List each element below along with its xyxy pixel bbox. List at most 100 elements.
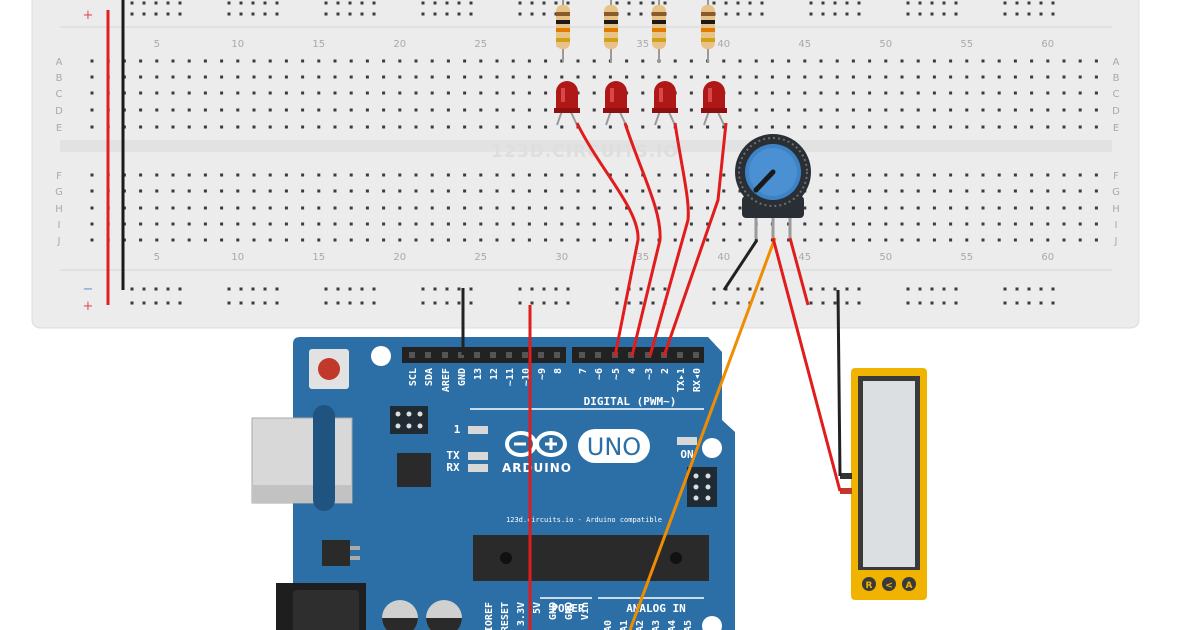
breadboard-hole[interactable] xyxy=(592,222,596,226)
breadboard-hole[interactable] xyxy=(365,75,369,79)
breadboard-hole[interactable] xyxy=(139,222,143,226)
breadboard-hole[interactable] xyxy=(139,75,143,79)
breadboard-hole[interactable] xyxy=(722,206,726,210)
breadboard-hole[interactable] xyxy=(203,91,207,95)
breadboard-hole[interactable] xyxy=(900,91,904,95)
breadboard-hole[interactable] xyxy=(479,173,483,177)
breadboard-hole[interactable] xyxy=(851,238,855,242)
breadboard-hole[interactable] xyxy=(171,59,175,63)
breadboard-hole[interactable] xyxy=(770,91,774,95)
breadboard-hole[interactable] xyxy=(382,75,386,79)
rail-hole[interactable] xyxy=(360,301,364,305)
rail-hole[interactable] xyxy=(663,1,667,5)
breadboard-hole[interactable] xyxy=(851,75,855,79)
rail-hole[interactable] xyxy=(360,1,364,5)
header-pin[interactable] xyxy=(490,352,496,358)
breadboard-hole[interactable] xyxy=(851,108,855,112)
breadboard-hole[interactable] xyxy=(317,59,321,63)
breadboard-hole[interactable] xyxy=(382,108,386,112)
header-pin[interactable] xyxy=(409,352,415,358)
breadboard-hole[interactable] xyxy=(1094,189,1098,193)
breadboard-hole[interactable] xyxy=(511,59,515,63)
breadboard-hole[interactable] xyxy=(657,125,661,129)
breadboard-hole[interactable] xyxy=(317,222,321,226)
breadboard-hole[interactable] xyxy=(317,91,321,95)
header-pin[interactable] xyxy=(554,352,560,358)
rail-hole[interactable] xyxy=(142,12,146,16)
breadboard-hole[interactable] xyxy=(1094,91,1098,95)
breadboard-hole[interactable] xyxy=(641,238,645,242)
breadboard-hole[interactable] xyxy=(689,173,693,177)
rail-hole[interactable] xyxy=(142,287,146,291)
breadboard-hole[interactable] xyxy=(1094,108,1098,112)
breadboard-hole[interactable] xyxy=(770,75,774,79)
breadboard-hole[interactable] xyxy=(1030,125,1034,129)
breadboard-hole[interactable] xyxy=(171,75,175,79)
breadboard-hole[interactable] xyxy=(187,59,191,63)
breadboard-hole[interactable] xyxy=(479,238,483,242)
rail-hole[interactable] xyxy=(760,287,764,291)
breadboard-hole[interactable] xyxy=(803,222,807,226)
rail-hole[interactable] xyxy=(1003,301,1007,305)
breadboard-hole[interactable] xyxy=(932,59,936,63)
breadboard-hole[interactable] xyxy=(155,91,159,95)
breadboard-hole[interactable] xyxy=(592,189,596,193)
breadboard-hole[interactable] xyxy=(900,108,904,112)
breadboard-hole[interactable] xyxy=(252,59,256,63)
breadboard-hole[interactable] xyxy=(673,59,677,63)
breadboard-hole[interactable] xyxy=(965,238,969,242)
rail-hole[interactable] xyxy=(748,12,752,16)
rail-hole[interactable] xyxy=(857,12,861,16)
breadboard-hole[interactable] xyxy=(673,189,677,193)
breadboard-hole[interactable] xyxy=(414,173,418,177)
breadboard-hole[interactable] xyxy=(851,125,855,129)
rail-hole[interactable] xyxy=(263,1,267,5)
breadboard-hole[interactable] xyxy=(689,189,693,193)
rail-hole[interactable] xyxy=(930,301,934,305)
rail-hole[interactable] xyxy=(821,1,825,5)
breadboard-hole[interactable] xyxy=(284,59,288,63)
breadboard-hole[interactable] xyxy=(641,75,645,79)
breadboard-hole[interactable] xyxy=(236,173,240,177)
breadboard-hole[interactable] xyxy=(544,75,548,79)
breadboard-hole[interactable] xyxy=(203,238,207,242)
breadboard-hole[interactable] xyxy=(139,238,143,242)
breadboard-hole[interactable] xyxy=(997,222,1001,226)
rail-hole[interactable] xyxy=(942,1,946,5)
breadboard-hole[interactable] xyxy=(803,59,807,63)
rail-hole[interactable] xyxy=(457,287,461,291)
rail-hole[interactable] xyxy=(566,1,570,5)
breadboard-hole[interactable] xyxy=(1046,238,1050,242)
rail-hole[interactable] xyxy=(615,287,619,291)
rail-hole[interactable] xyxy=(736,12,740,16)
header-pin[interactable] xyxy=(595,352,601,358)
rail-hole[interactable] xyxy=(360,12,364,16)
breadboard-hole[interactable] xyxy=(754,108,758,112)
breadboard-hole[interactable] xyxy=(949,206,953,210)
breadboard-hole[interactable] xyxy=(203,108,207,112)
breadboard-hole[interactable] xyxy=(1013,59,1017,63)
breadboard-hole[interactable] xyxy=(868,125,872,129)
breadboard-hole[interactable] xyxy=(738,222,742,226)
breadboard-hole[interactable] xyxy=(284,173,288,177)
breadboard-hole[interactable] xyxy=(1030,173,1034,177)
rail-hole[interactable] xyxy=(445,287,449,291)
breadboard-hole[interactable] xyxy=(770,59,774,63)
rail-hole[interactable] xyxy=(445,12,449,16)
rail-hole[interactable] xyxy=(154,301,158,305)
breadboard-hole[interactable] xyxy=(495,108,499,112)
breadboard-hole[interactable] xyxy=(398,206,402,210)
breadboard-hole[interactable] xyxy=(187,75,191,79)
breadboard-hole[interactable] xyxy=(803,108,807,112)
breadboard-hole[interactable] xyxy=(1094,206,1098,210)
breadboard-hole[interactable] xyxy=(349,238,353,242)
breadboard-hole[interactable] xyxy=(90,206,94,210)
breadboard-hole[interactable] xyxy=(139,206,143,210)
breadboard-hole[interactable] xyxy=(382,189,386,193)
rail-hole[interactable] xyxy=(857,301,861,305)
breadboard-hole[interactable] xyxy=(673,206,677,210)
breadboard-hole[interactable] xyxy=(608,206,612,210)
breadboard-hole[interactable] xyxy=(981,206,985,210)
rail-hole[interactable] xyxy=(627,1,631,5)
breadboard-hole[interactable] xyxy=(1030,238,1034,242)
